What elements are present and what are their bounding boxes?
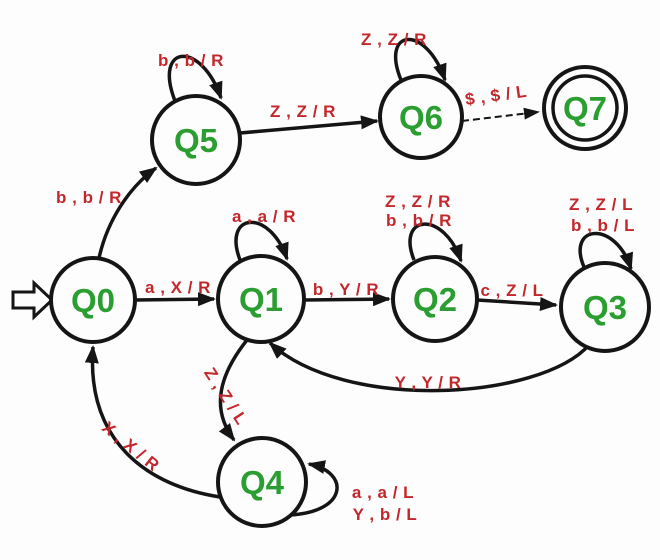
label-q3-q1: Y , Y / R bbox=[395, 373, 462, 392]
label-q3-self-2: b , b / L bbox=[571, 216, 635, 235]
state-q1-label: Q1 bbox=[239, 281, 283, 318]
label-q6-q7: $ , $ / L bbox=[464, 82, 528, 109]
edge-q3-q1 bbox=[268, 341, 591, 393]
label-q5-q6: Z , Z / R bbox=[270, 102, 336, 121]
label-q4-self-1: a , a / L bbox=[352, 483, 414, 502]
label-q6-self: Z , Z / R bbox=[361, 30, 427, 49]
state-q7-accepting: Q7 bbox=[542, 65, 628, 151]
edge-q1-self bbox=[234, 220, 289, 261]
state-q3: Q3 bbox=[559, 261, 651, 353]
label-q5-self: b , b / R bbox=[158, 51, 224, 70]
edge-q4-q0 bbox=[84, 345, 221, 499]
edges bbox=[84, 37, 633, 517]
edge-q0-q1 bbox=[134, 292, 216, 307]
edge-q5-self bbox=[167, 54, 223, 102]
state-q4: Q4 bbox=[216, 436, 308, 528]
edge-q1-q4 bbox=[218, 338, 249, 442]
label-q0-q5: b , b / R bbox=[56, 188, 122, 207]
label-q2-self-2: b , b / R bbox=[386, 211, 452, 230]
label-q4-self-2: Y , b / L bbox=[353, 505, 418, 524]
state-q2-label: Q2 bbox=[413, 281, 457, 318]
state-q6: Q6 bbox=[378, 74, 464, 160]
edge-q5-q6 bbox=[239, 115, 379, 135]
state-q6-label: Q6 bbox=[399, 99, 443, 136]
state-q5: Q5 bbox=[150, 94, 242, 186]
edge-q2-q3 bbox=[476, 297, 558, 311]
state-q4-label: Q4 bbox=[240, 464, 285, 501]
edge-q2-self bbox=[408, 222, 463, 263]
state-q2: Q2 bbox=[391, 255, 479, 343]
label-q1-q2: b , Y / R bbox=[313, 280, 379, 299]
edge-q3-self bbox=[578, 231, 633, 271]
edge-q4-self bbox=[289, 460, 339, 517]
label-q3-self-1: Z , Z / L bbox=[569, 195, 633, 214]
edge-q0-q5 bbox=[97, 166, 158, 259]
label-q1-self: a , a / R bbox=[232, 207, 296, 226]
state-q7-label: Q7 bbox=[563, 90, 607, 127]
states: Q0 Q1 Q2 Q3 Q4 Q5 Q6 Q7 bbox=[49, 65, 651, 528]
edge-q1-q2 bbox=[303, 292, 391, 307]
start-arrow-icon bbox=[11, 279, 55, 321]
label-q4-q0: X , X / R bbox=[98, 418, 163, 475]
label-q0-q1: a , X / R bbox=[145, 278, 211, 297]
state-q3-label: Q3 bbox=[583, 289, 627, 326]
state-q1: Q1 bbox=[216, 254, 306, 344]
edge-q6-q7 bbox=[461, 107, 540, 122]
edge-q6-self bbox=[393, 37, 447, 82]
label-q2-self-1: Z , Z / R bbox=[385, 192, 451, 211]
state-q5-label: Q5 bbox=[174, 122, 218, 159]
state-q0-label: Q0 bbox=[71, 282, 115, 319]
state-q0: Q0 bbox=[49, 256, 137, 344]
label-q2-q3: c , Z / L bbox=[480, 281, 543, 300]
